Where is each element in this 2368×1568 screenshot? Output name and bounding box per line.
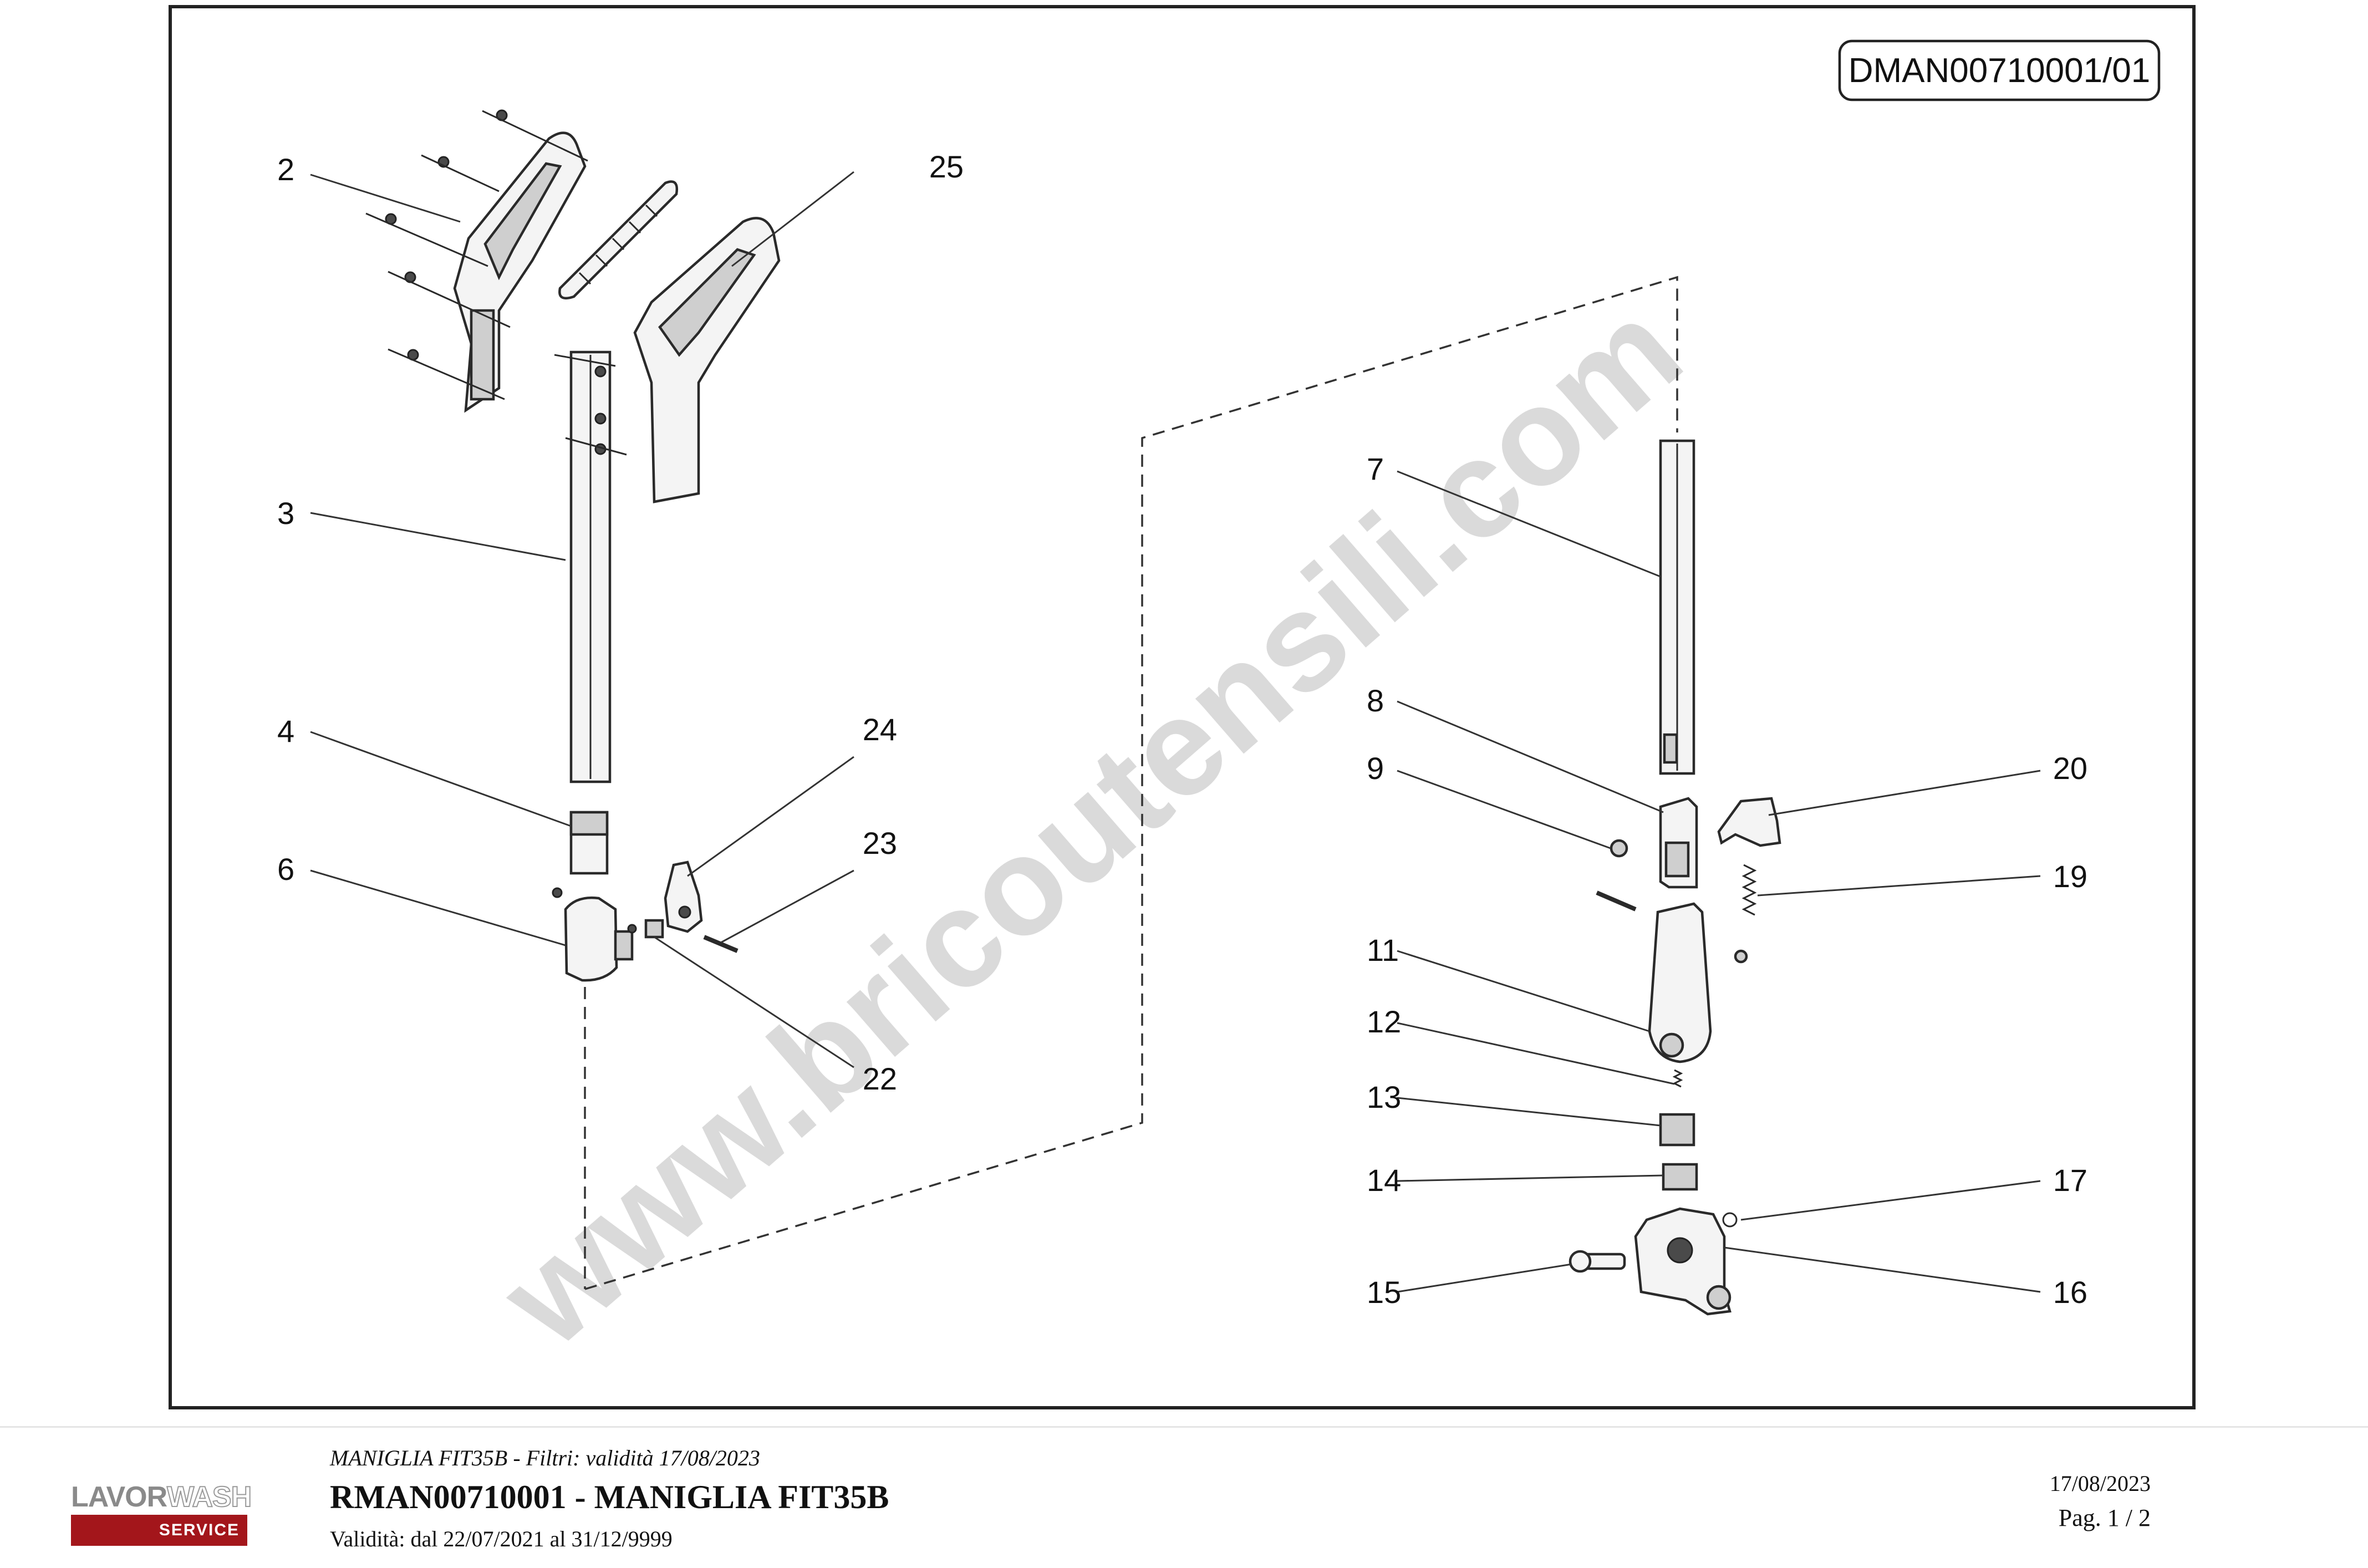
- callout-24: 24: [863, 712, 897, 747]
- part-8-bracket: [1659, 797, 1698, 889]
- footer-title: RMAN00710001 - MANIGLIA FIT35B: [330, 1479, 889, 1515]
- callout-14: 14: [1367, 1163, 1401, 1198]
- callout-25: 25: [929, 149, 964, 184]
- part-14-block: [1662, 1163, 1698, 1191]
- callout-22: 22: [863, 1061, 897, 1096]
- part-15-pin: [1569, 1250, 1626, 1273]
- callout-8: 8: [1367, 683, 1384, 718]
- part-25-handle-cover: [633, 217, 781, 503]
- footer-validity: Validità: dal 22/07/2021 al 31/12/9999: [330, 1526, 673, 1551]
- logo-word-wash: WASH: [166, 1481, 252, 1513]
- footer-date: 17/08/2023: [2049, 1471, 2151, 1496]
- part-3-tube: [554, 350, 627, 783]
- callout-11: 11: [1367, 933, 1399, 968]
- callout-7: 7: [1367, 451, 1384, 486]
- drawing-frame: [169, 5, 2196, 1409]
- callout-16: 16: [2053, 1275, 2087, 1310]
- part-9-nut: [1610, 839, 1628, 858]
- part-19-spring: [1741, 864, 1757, 916]
- callout-9: 9: [1367, 751, 1384, 786]
- part-4-insert: [569, 811, 609, 875]
- callout-3: 3: [277, 496, 294, 531]
- part-13-block: [1659, 1113, 1695, 1147]
- footer-page-number: Pag. 1 / 2: [2058, 1504, 2151, 1531]
- part-20-latch: [1717, 797, 1781, 847]
- callout-19: 19: [2053, 859, 2087, 894]
- callout-6: 6: [277, 852, 294, 887]
- callout-4: 4: [277, 714, 294, 749]
- footer-separator: [0, 1426, 2368, 1428]
- callout-20: 20: [2053, 751, 2087, 786]
- callout-15: 15: [1367, 1275, 1401, 1310]
- callout-numbers: 2 3 4 6 25 24 23 22 7 8 9 11 12 13 14 15…: [277, 149, 2087, 1310]
- callout-12: 12: [1367, 1004, 1401, 1039]
- part-7-tube: [1659, 439, 1695, 775]
- part-2-handle-frame: [365, 109, 588, 413]
- part-16-base: [1634, 1207, 1732, 1316]
- part-11-body: [1648, 902, 1712, 1063]
- callout-2: 2: [277, 152, 294, 187]
- part-22-nut: [627, 919, 664, 939]
- logo-service-text: SERVICE: [159, 1521, 240, 1539]
- part-23-pin: [703, 935, 739, 953]
- grip-strip: [558, 180, 679, 300]
- callout-23: 23: [863, 826, 897, 861]
- part-17-clip: [1722, 1212, 1738, 1228]
- assembly-dashed-lines: [584, 276, 1678, 1290]
- doc-id-box: DMAN00710001/01: [1838, 39, 2161, 101]
- doc-id: DMAN00710001/01: [1848, 52, 2151, 90]
- leader-lines: [310, 171, 2041, 1293]
- part-6-lower-housing: [552, 887, 634, 982]
- logo-word-lavor: LAVOR: [71, 1481, 167, 1513]
- callout-17: 17: [2053, 1163, 2087, 1198]
- part-screw: [1596, 890, 1748, 964]
- part-24-lever: [664, 861, 703, 933]
- logo-service-band: SERVICE: [71, 1515, 247, 1546]
- part-12-spring: [1672, 1069, 1683, 1088]
- callout-13: 13: [1367, 1080, 1401, 1114]
- footer-subtitle: MANIGLIA FIT35B - Filtri: validità 17/08…: [330, 1445, 760, 1470]
